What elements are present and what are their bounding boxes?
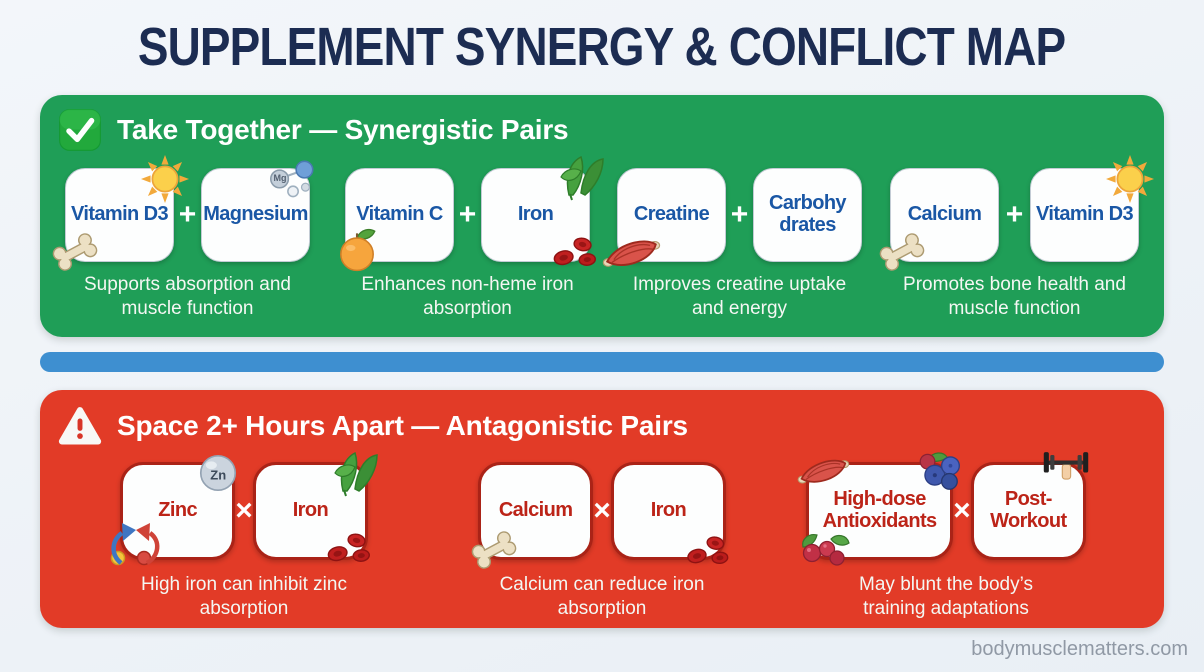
synergy-pair-3: Creatine + Carbohy drates Improves creat… [617,168,862,321]
pair-cards: Calcium × Iron [478,462,726,560]
pair-caption: High iron can inhibit zinc absorption [141,574,347,619]
conflict-pair-2: Calcium × Iron Calcium can reduce iron a… [478,462,726,621]
check-icon [58,108,102,152]
pair-caption: May blunt the body’s training adaptation… [859,574,1033,619]
supplement-card-calcium: Calcium [890,168,999,262]
card-label: High-dose Antioxidants [822,488,938,532]
molecule-cluster-icon: Mg [263,157,321,205]
card-label: Vitamin D3 [1036,203,1134,226]
bone-icon [873,231,931,273]
muscle-icon [795,453,851,489]
conflict-pair-3: High-dose Antioxidants × Post-Workout Ma… [806,462,1086,621]
card-label: Vitamin D3 [71,203,169,226]
synergy-header: Take Together — Synergistic Pairs [58,108,569,152]
magnesium-symbol-label: Mg [273,173,287,183]
blueberries-icon [914,449,964,493]
plus-sign: + [1005,198,1024,231]
divider-bar [40,352,1164,372]
pair-cards: Vitamin C + Iron [345,168,590,262]
supplement-card-vitamin-d3: Vitamin D3 [65,168,174,262]
watermark: bodymusclematters.com [971,638,1188,660]
page-title-row: SUPPLEMENT SYNERGY & CONFLICT MAP [0,20,1204,74]
card-label: Iron [650,499,687,522]
conflict-header-title: Space 2+ Hours Apart — Antagonistic Pair… [117,410,688,441]
pair-caption: Promotes bone health and muscle function [903,274,1126,319]
card-label: Post-Workout [990,488,1067,532]
cross-sign: × [953,494,971,527]
pair-caption: Supports absorption and muscle function [83,274,292,319]
supplement-card-magnesium: Mg Magnesium [201,168,310,262]
synergy-header-title: Take Together — Synergistic Pairs [117,114,569,145]
spinach-icon [329,445,381,497]
pair-caption: Calcium can reduce iron absorption [499,574,705,619]
supplement-card-calcium: Calcium [478,462,594,560]
cross-sign: × [593,494,611,527]
card-label: Calcium [498,499,573,522]
pair-cards: Calcium + Vitamin D3 [890,168,1139,262]
synergy-panel: Take Together — Synergistic Pairs Vitami… [40,95,1164,337]
muscle-icon [600,233,662,273]
conflict-pair-1: Zn Zinc × Iron High iron can inhibit zin… [120,462,368,621]
pair-cards: Vitamin D3 + Mg Magnesium [65,168,310,262]
synergy-pair-4: Calcium + Vitamin D3 Promotes bone healt… [890,168,1139,321]
card-label: Vitamin C [356,203,443,226]
page-title: SUPPLEMENT SYNERGY & CONFLICT MAP [138,17,1066,77]
card-label: Magnesium [203,203,308,226]
pair-caption: Enhances non-heme iron absorption [361,274,574,319]
supplement-card-iron: Iron [610,462,726,560]
pair-cards: Zn Zinc × Iron [120,462,368,560]
conflict-header: Space 2+ Hours Apart — Antagonistic Pair… [58,403,688,449]
bone-icon [465,529,523,571]
sun-icon [1106,155,1154,203]
supplement-card-vitamin-c: Vitamin C [345,168,454,262]
blood-cells-icon [551,235,599,269]
pair-cards: Creatine + Carbohy drates [617,168,862,262]
orange-icon [334,225,380,273]
cross-sign: × [235,494,253,527]
warning-icon [58,403,102,449]
zinc-symbol-label: Zn [210,467,227,483]
card-label: Zinc [158,499,197,522]
plus-sign: + [458,198,477,231]
conflict-panel: Space 2+ Hours Apart — Antagonistic Pair… [40,390,1164,628]
bone-icon [46,231,104,273]
supplement-card-vitamin-d3: Vitamin D3 [1030,168,1139,262]
blood-cells-icon [685,534,731,567]
supplement-card-zinc: Zn Zinc [120,462,235,560]
card-label: Iron [517,203,554,226]
card-label: Creatine [633,203,710,226]
pair-cards: High-dose Antioxidants × Post-Workout [806,462,1086,560]
zinc-sphere-icon: Zn [198,453,238,493]
supplement-card-post-workout: Post-Workout [970,462,1086,560]
blood-cells-icon [325,531,373,565]
synergy-pair-2: Vitamin C + Iron Enhances non-heme iron … [345,168,590,321]
card-label: Calcium [907,203,982,226]
supplement-card-creatine: Creatine [617,168,726,262]
card-label: Carbohy drates [769,192,847,236]
exchange-arrows-icon [109,521,161,567]
plus-sign: + [730,198,749,231]
supplement-card-carbohydrates: Carbohy drates [753,168,862,262]
card-label: Iron [292,499,329,522]
synergy-pair-1: Vitamin D3 + Mg Magnesium Supports absor… [65,168,310,321]
pair-caption: Improves creatine uptake and energy [632,274,847,319]
cranberries-icon [797,531,851,569]
sun-icon [141,155,189,203]
supplement-card-iron: Iron [481,168,590,262]
supplement-card-iron: Iron [252,462,368,560]
plus-sign: + [178,198,197,231]
supplement-card-high-dose-antioxidants: High-dose Antioxidants [806,462,953,560]
spinach-icon [555,149,607,201]
dumbbell-icon [1041,447,1091,487]
